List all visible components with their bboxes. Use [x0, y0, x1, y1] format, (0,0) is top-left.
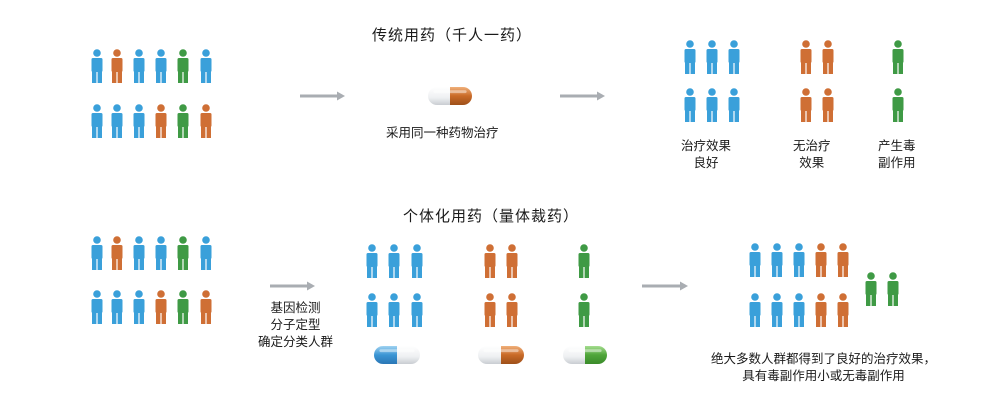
person-icon: [837, 243, 849, 277]
top-title: 传统用药（千人一药）: [372, 26, 533, 44]
bottom-result: 绝大多数人群都得到了良好的治疗效果， 具有毒副作用小或无毒副作用: [711, 350, 936, 384]
label-line: 分子定型: [270, 317, 321, 332]
person-icon: [411, 244, 423, 278]
person-icon: [155, 236, 167, 270]
person-icon: [177, 104, 189, 138]
person-icon: [111, 104, 123, 138]
person-icon: [133, 49, 145, 83]
person-icon: [749, 293, 761, 327]
person-icon: [133, 236, 145, 270]
arrow-icon: [300, 91, 345, 101]
person-icon: [91, 104, 103, 138]
person-icon: [91, 236, 103, 270]
person-icon: [366, 244, 378, 278]
top-group-label-toxic: 产生毒 副作用: [878, 137, 916, 171]
label-line: 绝大多数人群都得到了良好的治疗效果，: [711, 351, 937, 366]
label-line: 无治疗: [793, 138, 831, 153]
capsule-icon: [428, 87, 472, 105]
label-line: 具有毒副作用小或无毒副作用: [742, 368, 905, 383]
person-icon: [484, 293, 496, 327]
person-icon: [411, 293, 423, 327]
person-icon: [388, 244, 400, 278]
label-line: 产生毒: [878, 138, 916, 153]
person-icon: [200, 236, 212, 270]
person-icon: [133, 290, 145, 324]
person-icon: [706, 40, 718, 74]
label-line: 良好: [693, 155, 719, 170]
person-icon: [822, 40, 834, 74]
bottom-title: 个体化用药（量体裁药）: [403, 207, 580, 225]
top-group-label-none: 无治疗 效果: [793, 137, 831, 171]
person-icon: [892, 40, 904, 74]
person-icon: [506, 293, 518, 327]
person-icon: [111, 49, 123, 83]
person-icon: [815, 243, 827, 277]
person-icon: [728, 40, 740, 74]
person-icon: [822, 88, 834, 122]
bottom-caption: 基因检测 分子定型 确定分类人群: [258, 299, 333, 350]
person-icon: [793, 293, 805, 327]
person-icon: [91, 49, 103, 83]
person-icon: [578, 293, 590, 327]
arrow-icon: [270, 281, 315, 291]
label-line: 治疗效果: [681, 138, 732, 153]
label-line: 效果: [799, 155, 825, 170]
person-icon: [800, 40, 812, 74]
person-icon: [155, 104, 167, 138]
person-icon: [837, 293, 849, 327]
capsule-icon: [374, 346, 420, 364]
person-icon: [684, 88, 696, 122]
person-icon: [200, 290, 212, 324]
arrow-icon: [642, 281, 688, 291]
person-icon: [793, 243, 805, 277]
person-icon: [155, 290, 167, 324]
person-icon: [177, 236, 189, 270]
person-icon: [506, 244, 518, 278]
person-icon: [388, 293, 400, 327]
person-icon: [200, 49, 212, 83]
person-icon: [771, 243, 783, 277]
person-icon: [177, 290, 189, 324]
person-icon: [684, 40, 696, 74]
person-icon: [484, 244, 496, 278]
top-group-label-good: 治疗效果 良好: [681, 137, 731, 171]
person-icon: [749, 243, 761, 277]
person-icon: [111, 236, 123, 270]
top-caption: 采用同一种药物治疗: [386, 125, 499, 140]
person-icon: [111, 290, 123, 324]
person-icon: [728, 88, 740, 122]
person-icon: [177, 49, 189, 83]
person-icon: [155, 49, 167, 83]
person-icon: [892, 88, 904, 122]
person-icon: [815, 293, 827, 327]
capsule-icon: [563, 346, 607, 364]
person-icon: [133, 104, 145, 138]
label-line: 副作用: [878, 155, 916, 170]
person-icon: [366, 293, 378, 327]
person-icon: [200, 104, 212, 138]
person-icon: [887, 272, 899, 306]
person-icon: [771, 293, 783, 327]
person-icon: [865, 272, 877, 306]
arrow-icon: [560, 91, 605, 101]
label-line: 基因检测: [270, 300, 321, 315]
person-icon: [706, 88, 718, 122]
person-icon: [578, 244, 590, 278]
person-icon: [91, 290, 103, 324]
label-line: 确定分类人群: [258, 334, 334, 349]
capsule-icon: [478, 346, 524, 364]
person-icon: [800, 88, 812, 122]
